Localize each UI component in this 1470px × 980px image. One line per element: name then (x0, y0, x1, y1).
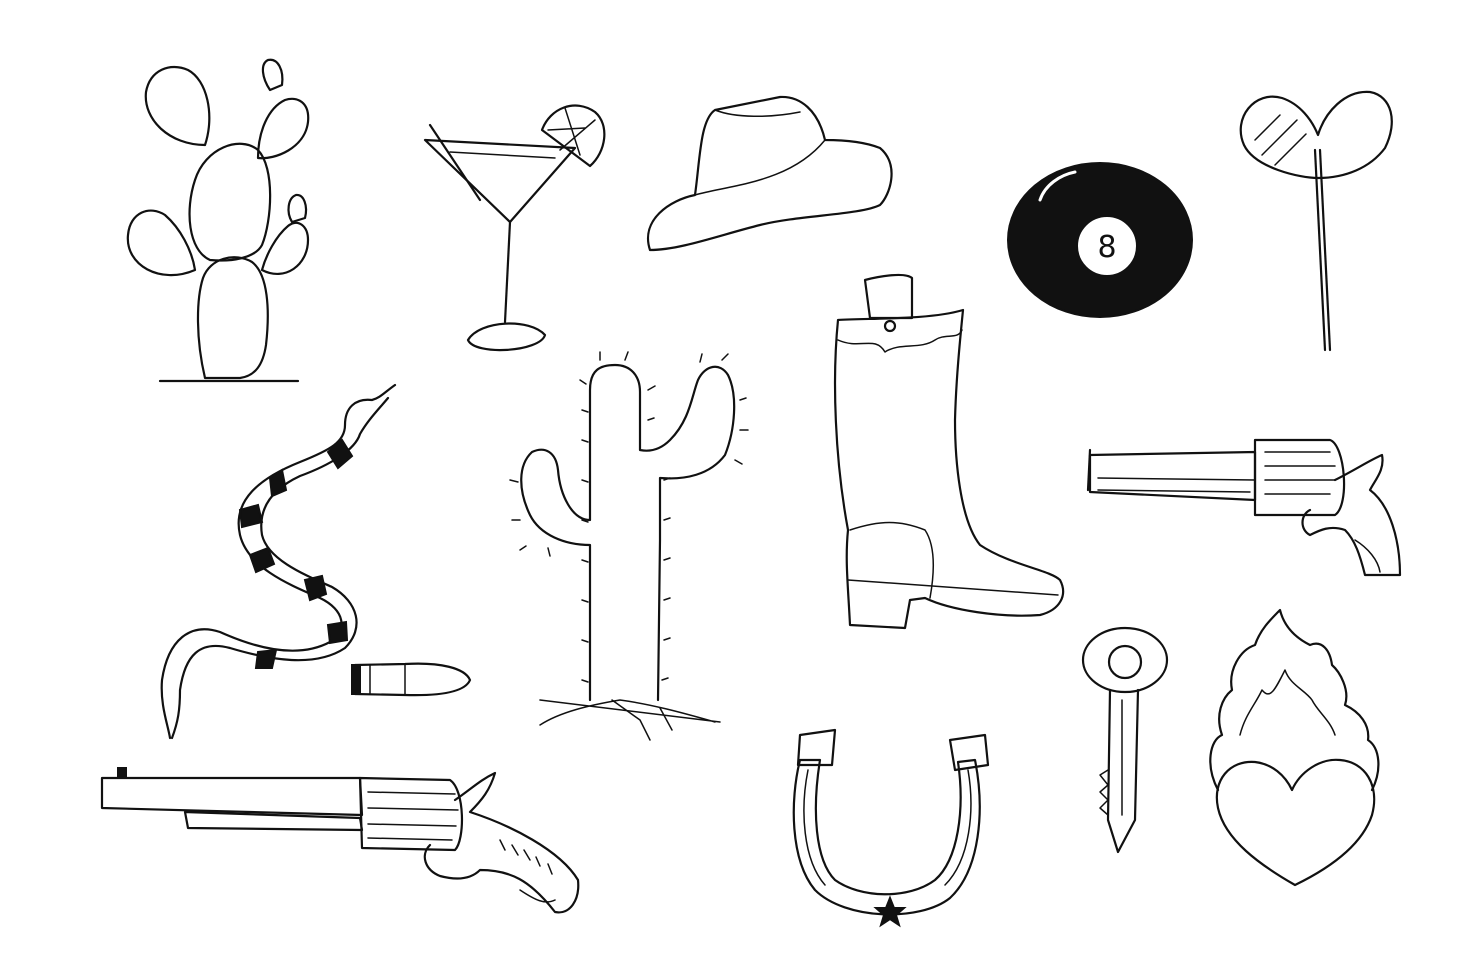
flaming-heart-icon (1209, 608, 1380, 887)
key-icon (1081, 626, 1169, 854)
bullet-icon (351, 662, 472, 697)
martini-glass-icon (423, 104, 606, 352)
heart-lollipop-icon (1239, 90, 1393, 352)
horseshoe-icon (792, 728, 990, 928)
rattlesnake-icon (160, 383, 397, 740)
eight-ball-number: 8 (1097, 230, 1116, 265)
cowboy-boot-icon (833, 273, 1065, 630)
revolver-small-icon (1086, 438, 1402, 577)
revolver-large-icon (100, 767, 580, 914)
prickly-pear-cactus-icon (126, 58, 310, 383)
saguaro-cactus-icon (509, 351, 749, 741)
eight-ball-icon: 8 (1007, 162, 1193, 318)
cowboy-hat-icon (647, 95, 893, 252)
